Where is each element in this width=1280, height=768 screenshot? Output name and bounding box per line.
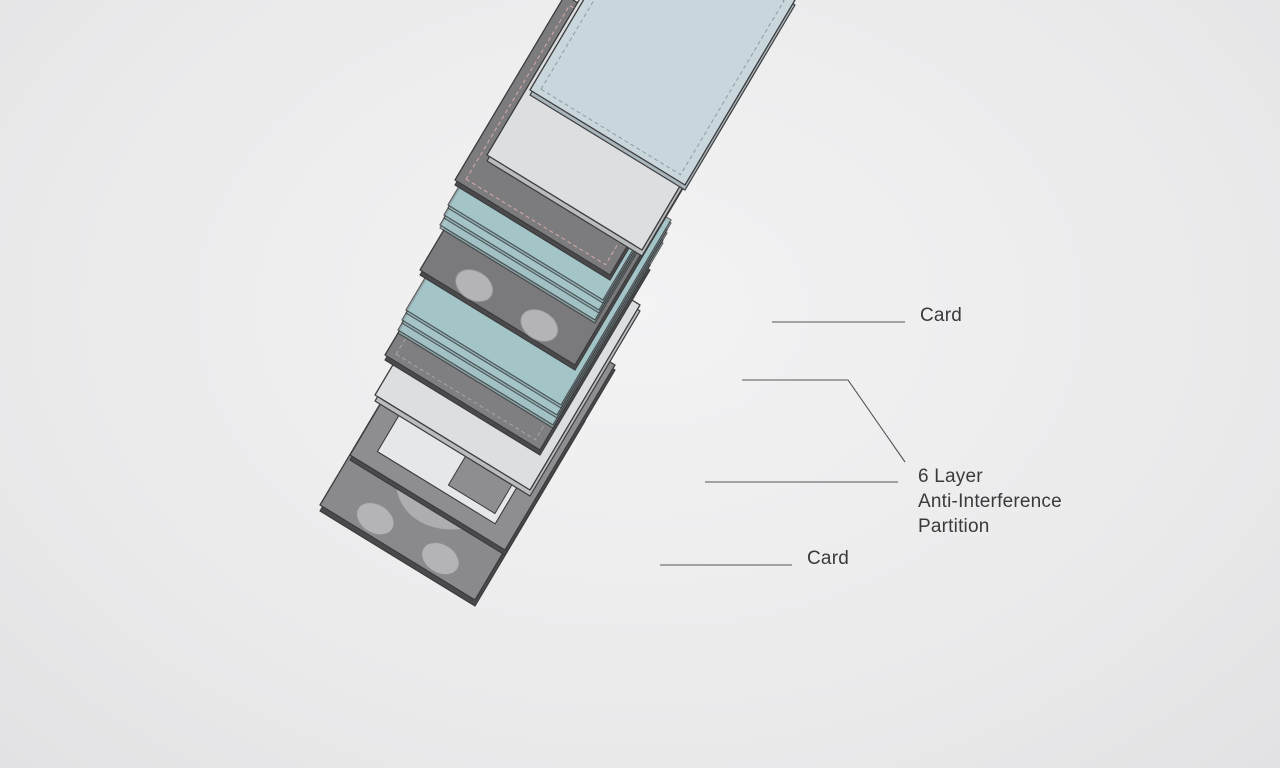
label-partition: 6 Layer Anti-Interference Partition [918,464,1062,539]
label-partition-line2: Anti-Interference [918,491,1062,512]
label-card-bottom: Card [807,548,849,569]
leader-partition-upper [742,379,906,463]
leader-lines [660,321,906,566]
plate-circle-1 [455,268,494,303]
bottom-circle-2 [421,542,460,576]
label-partition-line1: 6 Layer [918,466,983,487]
layer-stack [319,0,796,607]
sleeve-cover-stitch [540,0,785,176]
sleeve-cover-face [529,0,796,186]
plate-circle-2 [520,308,559,343]
bottom-circle-1 [356,502,395,536]
label-partition-line3: Partition [918,516,990,537]
sleeve-cover [529,0,796,191]
label-card-top: Card [920,305,962,326]
